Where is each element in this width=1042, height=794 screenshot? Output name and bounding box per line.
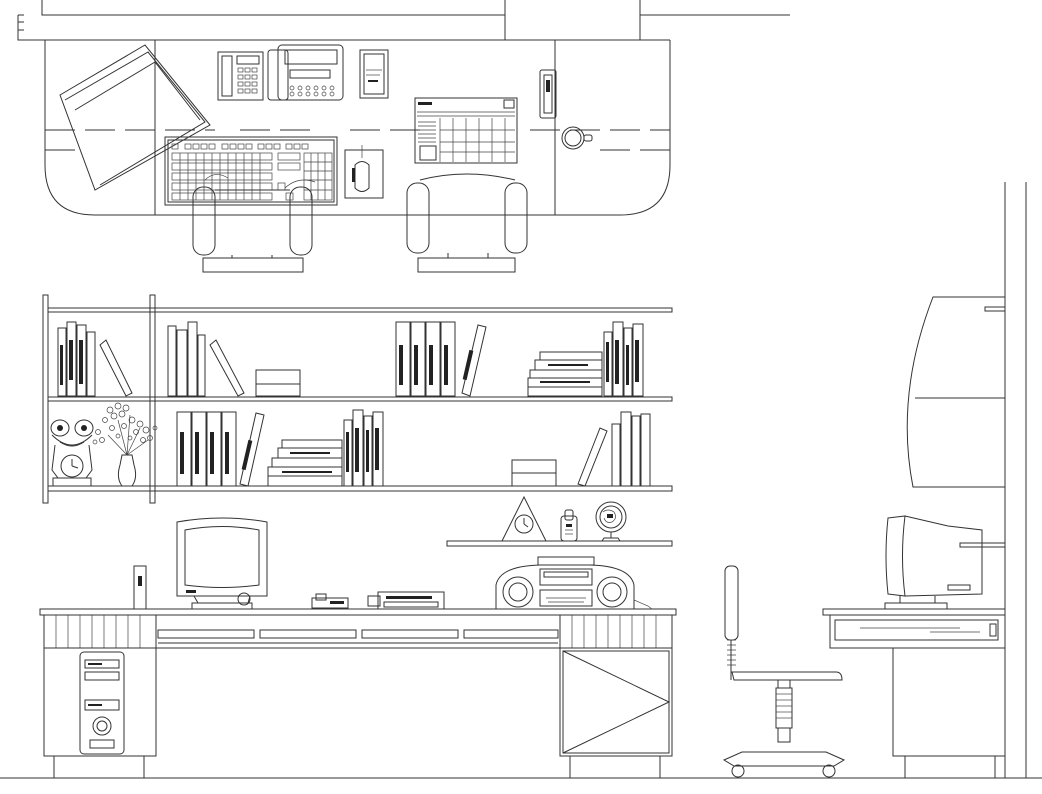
drawer[interactable] <box>463 629 559 639</box>
book-group <box>176 411 265 487</box>
stapler-icon <box>539 69 557 119</box>
side-drawer[interactable] <box>834 619 999 641</box>
shelf-post <box>149 294 156 504</box>
bookshelf <box>42 294 673 504</box>
plan-wall <box>17 0 790 41</box>
book-group <box>267 409 384 487</box>
desk-top-outline <box>44 40 671 216</box>
side-desk-top <box>822 608 1006 616</box>
wall-shelf <box>446 495 673 547</box>
office-chair-plan <box>406 173 528 273</box>
shelf-post <box>42 294 49 504</box>
shelf-board <box>47 307 673 313</box>
drawer[interactable] <box>157 629 255 639</box>
frog-clock-figurine-icon <box>50 419 94 487</box>
desk-top-edge <box>39 608 677 616</box>
desk-front <box>39 517 677 779</box>
fax-machine-front <box>367 591 445 610</box>
cordless-phone-icon <box>560 509 578 542</box>
boombox-radio-icon <box>495 556 653 610</box>
upper-cabinet <box>906 296 1006 488</box>
drawer[interactable] <box>361 629 459 639</box>
plan-view <box>17 0 790 273</box>
side-elevation-desk <box>822 182 1027 779</box>
book-group <box>167 321 301 397</box>
mouse-icon <box>344 145 384 199</box>
crt-monitor-icon <box>176 517 268 610</box>
office-chair-icon <box>722 565 846 778</box>
notepad-icon <box>359 49 389 99</box>
cabinet-door[interactable] <box>562 650 671 754</box>
pc-tower-icon <box>79 651 125 755</box>
book-group <box>511 411 651 487</box>
desk-calendar-icon <box>414 97 518 164</box>
office-chair-plan <box>192 186 313 273</box>
paper-document <box>59 44 211 191</box>
speaker-icon <box>133 565 147 610</box>
book-group <box>57 321 133 397</box>
crt-monitor-side-icon <box>884 515 983 610</box>
book-group <box>527 321 644 397</box>
book-group <box>395 321 487 397</box>
coffee-cup-icon <box>561 126 593 150</box>
shelf-board <box>47 485 673 492</box>
globe-icon <box>595 501 627 542</box>
clock-icon <box>501 495 547 542</box>
shelf-board <box>47 396 673 402</box>
drawer[interactable] <box>259 629 357 639</box>
flower-vase-icon <box>92 402 158 487</box>
telephone-icon <box>217 51 264 101</box>
keyboard-icon <box>164 136 338 206</box>
fax-machine-icon <box>267 44 344 101</box>
desk-phone-front <box>311 593 349 609</box>
